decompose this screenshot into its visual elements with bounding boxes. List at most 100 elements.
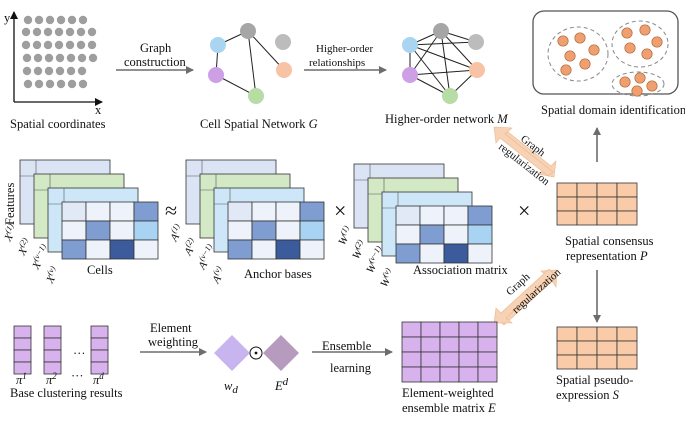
association-matrix-stack: W(1)W(2)W(v−1)W(v): [334, 163, 493, 290]
domain-dots: [557, 24, 663, 97]
domain-dot: [588, 44, 600, 56]
node-orange: [469, 62, 485, 78]
e-cell: [458, 321, 479, 338]
p-cell: [556, 326, 578, 342]
cluster-cell: [43, 361, 62, 375]
matrix-cell: [133, 220, 159, 241]
spatial-dot: [55, 53, 65, 63]
cluster-cell: [43, 325, 62, 339]
element-weighting-label-2: weighting: [148, 335, 199, 349]
spatial-dot: [88, 53, 98, 63]
matrix-cell: [251, 239, 277, 260]
spatial-dot: [22, 53, 32, 63]
matrix-cell: [467, 224, 493, 245]
spatial-dot: [21, 27, 31, 37]
ellipsis-top: …: [73, 343, 86, 357]
higher-order-network: Higher-order network M: [385, 23, 508, 126]
cluster-cell: [13, 337, 32, 351]
domain-dot: [639, 24, 651, 36]
p-cell: [556, 354, 578, 370]
matrix-cell: [133, 239, 159, 260]
spatial-dot: [66, 66, 76, 76]
node-purple: [208, 67, 224, 83]
cluster-cell: [13, 325, 32, 339]
weight-diamond: [214, 335, 250, 371]
pi-label: πd: [93, 371, 104, 387]
pi-label: π1: [16, 371, 27, 387]
spatial-dot: [32, 27, 42, 37]
spatial-dot: [65, 27, 75, 37]
cluster-cell: [43, 349, 62, 363]
node-gray-light: [275, 34, 291, 50]
matrix-cell: [443, 243, 469, 264]
ed-label: Ed: [274, 376, 289, 393]
x-axis-label: x: [95, 103, 102, 117]
cluster-cell: [90, 325, 109, 339]
p-cell: [556, 196, 578, 212]
matrix-cell: [299, 220, 325, 241]
approx-symbol: ≈: [165, 198, 177, 223]
p-cell: [556, 182, 578, 198]
association-matrix-label: Association matrix: [413, 263, 509, 277]
p-cell: [576, 196, 598, 212]
matrix-cell: [395, 224, 421, 245]
p-cell: [576, 326, 598, 342]
higher-network-label: Higher-order network M: [385, 112, 508, 126]
e-cell: [439, 336, 460, 353]
stack-index-label: X(2): [13, 236, 35, 259]
matrix-cell: [61, 201, 87, 222]
cluster-cell: [13, 349, 32, 363]
stack-index-label: X(v): [41, 264, 62, 286]
matrix-cell: [395, 205, 421, 226]
times-symbol-1: ×: [334, 198, 346, 223]
anchor-bases-stack: A(1)A(2)A(v−1)A(v): [165, 159, 325, 286]
matrix-cell: [467, 243, 493, 264]
p-cell: [596, 182, 618, 198]
wd-label: wd: [224, 379, 238, 396]
domain-dot: [564, 50, 576, 62]
e-cell: [477, 336, 498, 353]
spatial-dot: [43, 40, 53, 50]
stack-index-label: A(2): [179, 236, 201, 259]
p-cell: [616, 340, 638, 356]
matrix-cell: [109, 201, 135, 222]
p-cell: [596, 340, 618, 356]
cell-network-label: Cell Spatial Network G: [200, 117, 318, 131]
spatial-dot: [34, 79, 44, 89]
spatial-coordinates-plot: y x Spatial coordinates: [4, 11, 106, 131]
matrix-cell: [467, 205, 493, 226]
e-cell: [477, 351, 498, 368]
features-label: Features: [3, 183, 17, 225]
node-blue: [210, 37, 226, 53]
pseudo-expression-matrix-s: [556, 326, 638, 370]
e-cell: [420, 321, 441, 338]
cells-matrix-stack: X(1)X(2)X(v−1)X(v): [0, 159, 159, 286]
p-cell: [576, 210, 598, 226]
matrix-cell: [109, 239, 135, 260]
spatial-dot: [76, 40, 86, 50]
ensemble-matrix-e: [401, 321, 498, 383]
spatial-dot: [21, 40, 31, 50]
spatial-dot: [33, 53, 43, 63]
domain-dot: [646, 80, 658, 92]
domain-dot: [634, 72, 646, 84]
spatial-dot: [78, 79, 88, 89]
domain-dot: [651, 36, 663, 48]
p-cell: [596, 196, 618, 212]
matrix-cell: [227, 201, 253, 222]
spatial-dot: [56, 15, 66, 25]
base-clustering-label: Base clustering results: [10, 386, 123, 400]
p-cell: [576, 340, 598, 356]
matrix-cell: [85, 220, 111, 241]
spatial-dot: [34, 15, 44, 25]
matrix-cell: [443, 205, 469, 226]
cluster-cell: [13, 361, 32, 375]
stack-index-label: W(v): [376, 266, 398, 289]
e-cell: [420, 336, 441, 353]
ellipsis-bottom: ···: [71, 369, 84, 383]
domain-dot: [624, 42, 636, 54]
e-cell: [401, 366, 422, 383]
spatial-dot: [54, 27, 64, 37]
node-gray-dark: [433, 23, 449, 39]
